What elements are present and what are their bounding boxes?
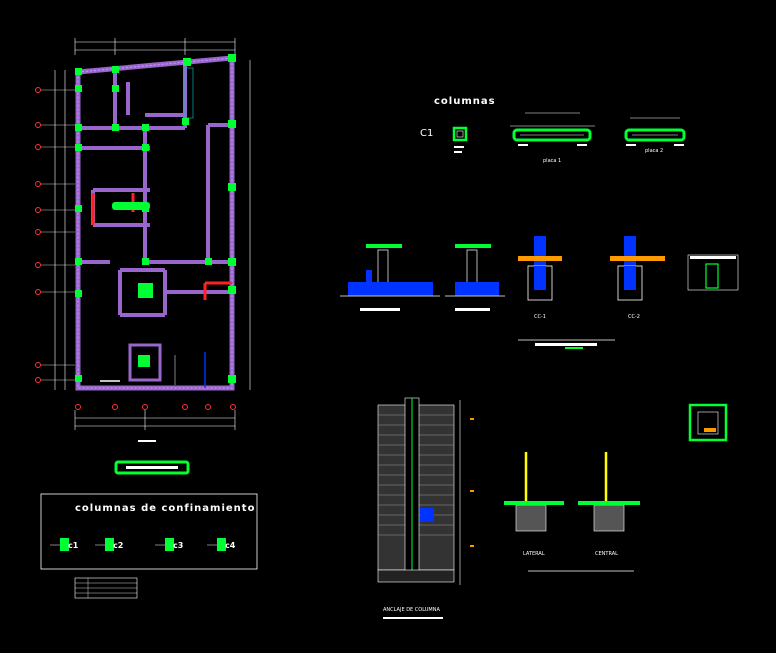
anclaje-detail bbox=[377, 397, 474, 619]
lateral-label: LATERAL bbox=[523, 551, 545, 557]
section-cc2-label: CC-2 bbox=[628, 314, 640, 320]
confinement-item-3: c3 bbox=[173, 541, 184, 550]
columnas-title: columnas bbox=[434, 96, 496, 107]
column-c1-detail bbox=[452, 112, 686, 153]
confinement-title: columnas de confinamiento bbox=[75, 503, 256, 514]
central-label: CENTRAL bbox=[595, 551, 618, 557]
placa1-label: placa 1 bbox=[543, 158, 562, 164]
footing-types bbox=[504, 403, 728, 572]
confinement-item-1: c1 bbox=[68, 541, 79, 550]
anclaje-label: ANCLAJE DE COLUMNA bbox=[383, 607, 440, 613]
confinement-item-4: c4 bbox=[225, 541, 236, 550]
confinement-item-2: c2 bbox=[113, 541, 124, 550]
section-cc1-label: CC-1 bbox=[534, 314, 546, 320]
confinement-legend bbox=[40, 493, 258, 599]
placa2-label: placa 2 bbox=[645, 148, 664, 154]
column-c1-label: C1 bbox=[420, 128, 434, 139]
footing-sections bbox=[340, 236, 739, 349]
floor-plan bbox=[35, 38, 251, 475]
